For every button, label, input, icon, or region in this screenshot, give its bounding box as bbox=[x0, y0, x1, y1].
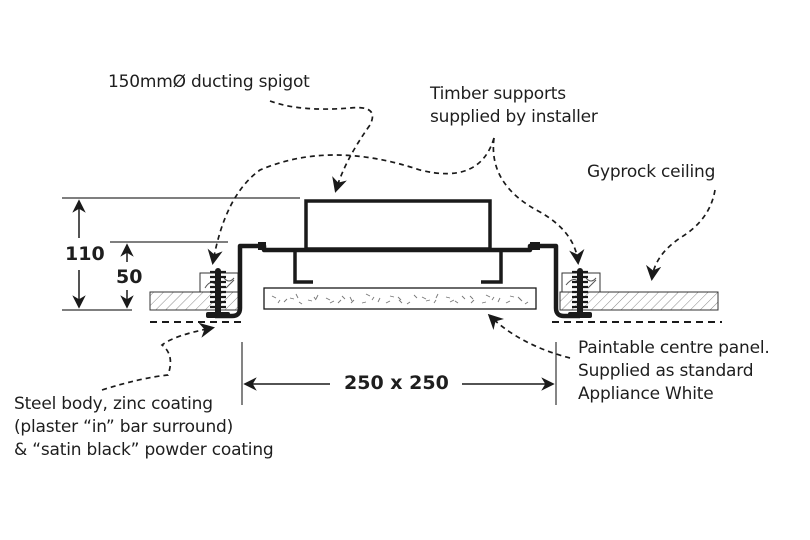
spigot-label: 150mmØ ducting spigot bbox=[108, 72, 310, 92]
panel-leader bbox=[487, 313, 571, 359]
panel-label-line-3: Appliance White bbox=[578, 384, 714, 404]
steel-label: Steel body, zinc coating (plaster “in” b… bbox=[14, 393, 274, 462]
timber-label-line-2: supplied by installer bbox=[430, 107, 598, 127]
steel-label-line-2: (plaster “in” bar surround) bbox=[14, 417, 234, 437]
dimension-250-label: 250 x 250 bbox=[340, 372, 453, 394]
panel-label-line-2: Supplied as standard bbox=[578, 361, 754, 381]
panel-label: Paintable centre panel. Supplied as stan… bbox=[578, 337, 770, 406]
steel-leader bbox=[101, 322, 216, 391]
gyprock-leader bbox=[646, 189, 716, 282]
panel-label-line-1: Paintable centre panel. bbox=[578, 338, 770, 358]
dimension-50-label: 50 bbox=[115, 266, 144, 288]
spigot-leader bbox=[269, 100, 374, 193]
dimension-110-label: 110 bbox=[64, 243, 106, 265]
timber-leader-right bbox=[492, 137, 585, 266]
timber-leader-left bbox=[207, 137, 495, 266]
leader-lines bbox=[101, 100, 716, 391]
centre-panel bbox=[263, 287, 537, 310]
timber-label: Timber supports supplied by installer bbox=[430, 83, 598, 129]
timber-label-line-1: Timber supports bbox=[430, 84, 566, 104]
gyprock-label: Gyprock ceiling bbox=[587, 162, 716, 182]
dimension-extension-lines bbox=[62, 197, 557, 405]
steel-label-line-1: Steel body, zinc coating bbox=[14, 394, 213, 414]
steel-label-line-3: & “satin black” powder coating bbox=[14, 440, 274, 460]
ducting-spigot bbox=[304, 199, 492, 251]
panel-clips bbox=[293, 250, 503, 284]
